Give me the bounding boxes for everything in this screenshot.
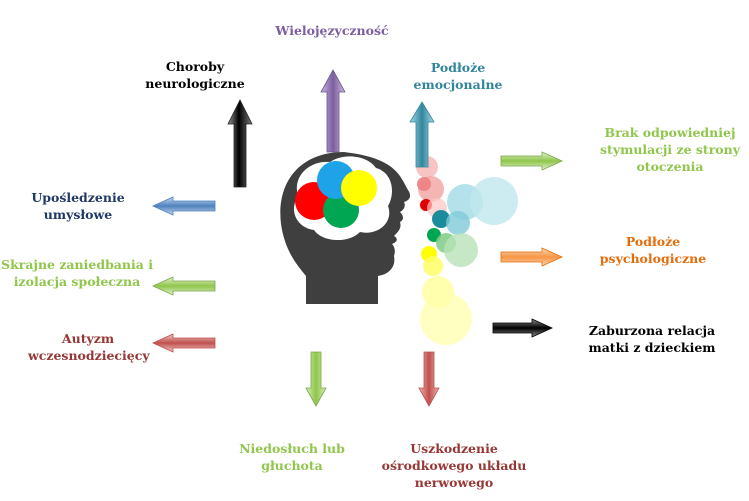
- arrow-multilingualism: [320, 69, 346, 153]
- arrow-neuro-diseases: [227, 99, 253, 188]
- label-neglect: Skrajne zaniedbania i izolacja społeczna: [1, 257, 153, 289]
- label-neuro-diseases: Choroby neurologiczne: [145, 59, 245, 91]
- arrow-intellectual: [152, 196, 216, 216]
- brain-yellow-circle: [341, 170, 377, 206]
- label-mother-child: Zaburzona relacja matki z dzieckiem: [588, 323, 716, 355]
- arrow-stimulation: [500, 151, 563, 171]
- arrow-neglect: [152, 276, 216, 296]
- arrow-autism: [152, 333, 216, 353]
- label-psychological: Podłoże psychologiczne: [599, 234, 707, 266]
- arrow-emotional: [409, 101, 435, 168]
- label-hearing: Niedosłuch lub głuchota: [239, 441, 345, 473]
- arrow-cns-damage: [418, 351, 440, 407]
- arrow-psychological: [500, 247, 563, 267]
- label-autism: Autyzm wczesnodziecięcy: [28, 331, 150, 363]
- arrow-hearing: [305, 351, 327, 407]
- label-multilingualism: Wielojęzyczność: [275, 23, 389, 38]
- label-intellectual: Upośledzenie umysłowe: [31, 190, 125, 222]
- label-cns-damage: Uszkodzenie ośrodkowego układu nerwowego: [381, 441, 527, 490]
- arrow-mother-child: [492, 318, 553, 338]
- speech-bubbles-icon: [416, 156, 518, 345]
- label-stimulation: Brak odpowiedniej stymulacji ze strony o…: [600, 125, 740, 174]
- head-with-brain-icon: [280, 152, 411, 304]
- label-emotional: Podłoże emocjonalne: [413, 60, 503, 92]
